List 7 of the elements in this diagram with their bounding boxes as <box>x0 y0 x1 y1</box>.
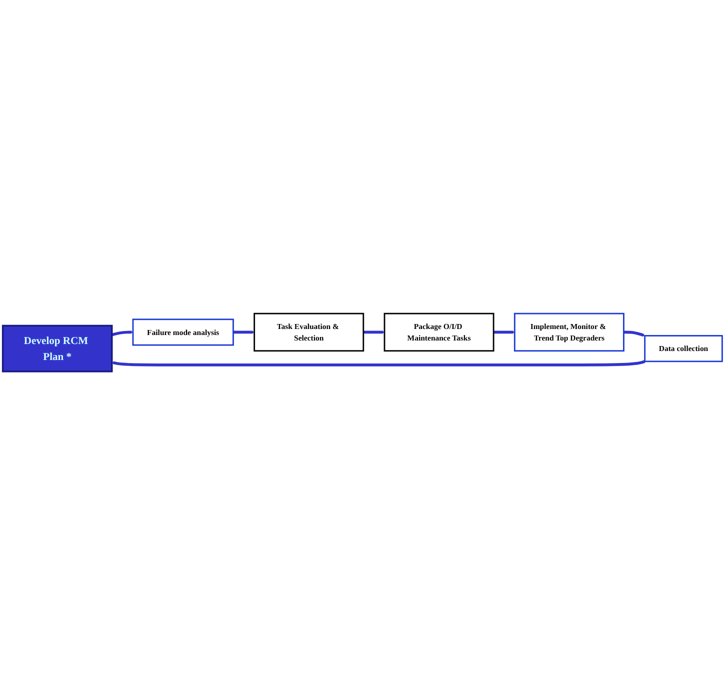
arrow <box>112 330 134 336</box>
arrow <box>494 330 515 334</box>
arrow <box>624 330 645 337</box>
arrow <box>363 330 385 334</box>
arrow <box>233 330 254 334</box>
node-box: Develop RCM Plan * <box>2 324 113 372</box>
arrow <box>112 360 646 366</box>
